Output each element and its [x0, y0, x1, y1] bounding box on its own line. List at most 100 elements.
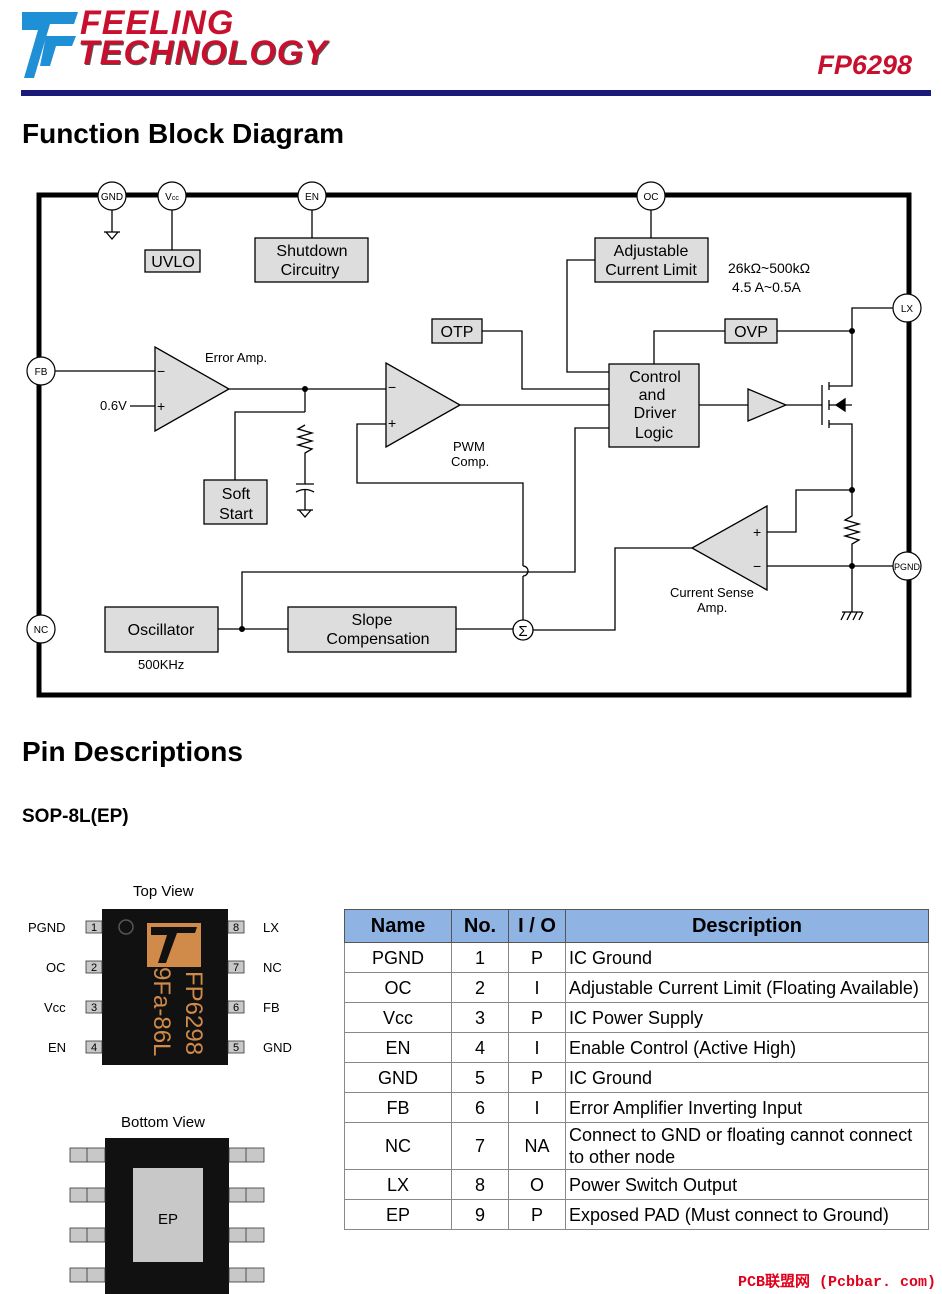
- pin-number: 7: [451, 1122, 509, 1170]
- svg-text:FB: FB: [263, 1000, 280, 1015]
- svg-text:6: 6: [233, 1002, 239, 1014]
- soft-start-block: [203, 479, 268, 525]
- pin-nc: [26, 614, 56, 644]
- function-block-diagram: Σ GND Vcc EN OC FB LX PGND NC UVLO Shutd…: [26, 181, 922, 698]
- svg-text:Soft: Soft: [222, 486, 251, 503]
- svg-text:9Fa-86L: 9Fa-86L: [148, 967, 175, 1056]
- svg-text:Error Amp.: Error Amp.: [205, 350, 267, 365]
- pin-oc: [636, 181, 666, 211]
- pin-name: EP: [344, 1199, 452, 1230]
- svg-text:Amp.: Amp.: [697, 600, 727, 615]
- pin-name: FB: [344, 1092, 452, 1123]
- svg-text:26kΩ~500kΩ: 26kΩ~500kΩ: [728, 260, 810, 276]
- svg-text:4: 4: [91, 1042, 97, 1054]
- package-label: SOP-8L(EP): [22, 806, 129, 827]
- svg-text:Compensation: Compensation: [326, 631, 429, 648]
- pin-desc: IC Ground: [565, 1062, 929, 1093]
- ic-top-view: FP6298 9Fa-86L PGND OC Vcc EN LX NC FB G…: [28, 909, 292, 1065]
- svg-text:Start: Start: [219, 506, 253, 523]
- pin-io: I: [508, 972, 566, 1003]
- header-divider: [21, 90, 931, 96]
- pin-name: OC: [344, 972, 452, 1003]
- pin-number: 4: [451, 1032, 509, 1063]
- svg-text:Adjustable: Adjustable: [614, 243, 689, 260]
- svg-text:OC: OC: [644, 192, 659, 203]
- pin-desc: Enable Control (Active High): [565, 1032, 929, 1063]
- svg-text:PGND: PGND: [894, 562, 921, 572]
- pin-io: NA: [508, 1122, 566, 1170]
- svg-text:Logic: Logic: [635, 425, 673, 442]
- pin-desc-title: Pin Descriptions: [22, 736, 243, 767]
- pin-number: 2: [451, 972, 509, 1003]
- pin-desc: Error Amplifier Inverting Input: [565, 1092, 929, 1123]
- svg-text:FB: FB: [35, 367, 48, 378]
- pin-number: 1: [451, 942, 509, 973]
- watermark: PCB联盟网 (Pcbbar. com): [737, 1274, 936, 1291]
- svg-text:8: 8: [233, 922, 239, 934]
- ic-boundary: [36, 192, 912, 698]
- svg-text:OC: OC: [46, 960, 66, 975]
- pin-name: PGND: [344, 942, 452, 973]
- error-amp: [154, 345, 231, 433]
- pin-name: NC: [344, 1122, 452, 1170]
- svg-text:OVP: OVP: [734, 324, 768, 341]
- function-block-title: Function Block Diagram: [22, 118, 345, 149]
- pin-number: 6: [451, 1092, 509, 1123]
- ic-bottom-view: EP: [69, 1138, 265, 1294]
- pin-name: LX: [344, 1169, 452, 1200]
- svg-text:LX: LX: [263, 920, 279, 935]
- pin-io: P: [508, 942, 566, 973]
- svg-text:PWM: PWM: [453, 439, 485, 454]
- pin-io: I: [508, 1032, 566, 1063]
- svg-text:+: +: [157, 398, 165, 414]
- table-header-row: Name No. I / O Description: [344, 909, 929, 943]
- shutdown-block: [254, 237, 369, 283]
- oscillator-block: [104, 606, 219, 653]
- pin-lx: [892, 293, 922, 323]
- svg-text:Σ: Σ: [518, 623, 527, 640]
- svg-text:500KHz: 500KHz: [138, 657, 184, 672]
- col-desc-header: Description: [565, 909, 929, 943]
- pin-desc: IC Power Supply: [565, 1002, 929, 1033]
- pin-name: EN: [344, 1032, 452, 1063]
- svg-text:Oscillator: Oscillator: [128, 622, 195, 639]
- part-number: FP6298: [817, 50, 912, 80]
- logo-text-line1: FEELING: [80, 4, 235, 42]
- logo-text-line2: TECHNOLOGY: [78, 34, 328, 72]
- svg-text:7: 7: [233, 962, 239, 974]
- uvlo-block: [144, 249, 201, 273]
- svg-text:GND: GND: [263, 1040, 292, 1055]
- summing-junction: [512, 619, 534, 641]
- svg-text:GND: GND: [101, 192, 123, 203]
- pin-io: P: [508, 1002, 566, 1033]
- pin-name: Vcc: [344, 1002, 452, 1033]
- pin-desc: Power Switch Output: [565, 1169, 929, 1200]
- svg-text:LX: LX: [901, 304, 914, 315]
- pin-io: P: [508, 1062, 566, 1093]
- svg-text:Slope: Slope: [352, 612, 393, 629]
- pin-number: 8: [451, 1169, 509, 1200]
- svg-text:+: +: [753, 524, 761, 540]
- svg-text:Comp.: Comp.: [451, 454, 489, 469]
- pin-en: [297, 181, 327, 211]
- pin-number: 9: [451, 1199, 509, 1230]
- pin-name: GND: [344, 1062, 452, 1093]
- pin-number: 3: [451, 1002, 509, 1033]
- svg-text:NC: NC: [34, 625, 48, 636]
- svg-text:5: 5: [233, 1042, 239, 1054]
- ovp-block: [724, 318, 778, 344]
- pin-desc: IC Ground: [565, 942, 929, 973]
- gate-driver: [747, 388, 788, 422]
- svg-text:−: −: [157, 363, 165, 379]
- otp-block: [431, 318, 483, 344]
- pin-number: 5: [451, 1062, 509, 1093]
